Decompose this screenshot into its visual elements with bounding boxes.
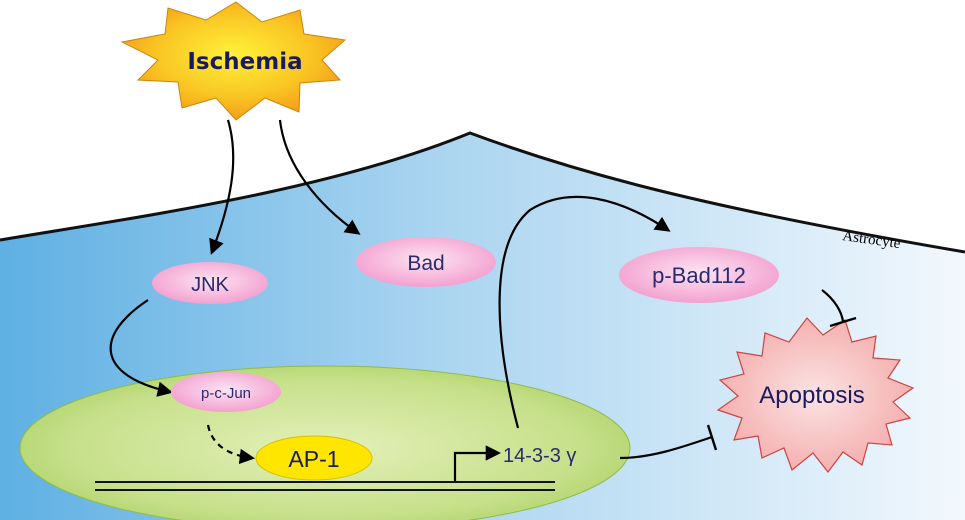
p-bad-node: [619, 247, 779, 303]
jnk-node: [152, 262, 268, 304]
arrow-1433-pbad: [498, 195, 671, 429]
jnk-label: JNK: [191, 274, 229, 296]
apoptosis-label: Apoptosis: [759, 382, 864, 409]
inhibit-1433-apoptosis-bar: [706, 424, 718, 451]
inhibit-pbad-apoptosis: [821, 289, 845, 323]
inhibit-1433-apoptosis: [619, 435, 713, 460]
arrow-ischemia-jnk: [209, 119, 235, 255]
ap1-label: AP-1: [288, 446, 339, 472]
ap1-node: [255, 435, 373, 481]
arrow-jnk-pcjun: [109, 299, 174, 397]
arrow-pcjun-ap1: [206, 424, 256, 465]
p-c-jun-label: p-c-Jun: [201, 385, 251, 402]
bad-node: [356, 237, 496, 287]
ischemia-starburst: [120, 1, 347, 121]
p-bad-label: p-Bad112: [652, 263, 746, 288]
arrow-ischemia-bad: [278, 119, 361, 235]
cell-membrane: [0, 131, 965, 254]
p-c-jun-node: [171, 372, 281, 412]
protein-1433-label: 14-3-3 γ: [503, 445, 576, 467]
arrow-transcription-start: [453, 445, 502, 482]
apoptosis-starburst: [716, 317, 915, 473]
ischemia-label: Ischemia: [187, 49, 302, 75]
inhibit-pbad-apoptosis-bar: [829, 316, 857, 328]
bad-label: Bad: [407, 252, 444, 275]
